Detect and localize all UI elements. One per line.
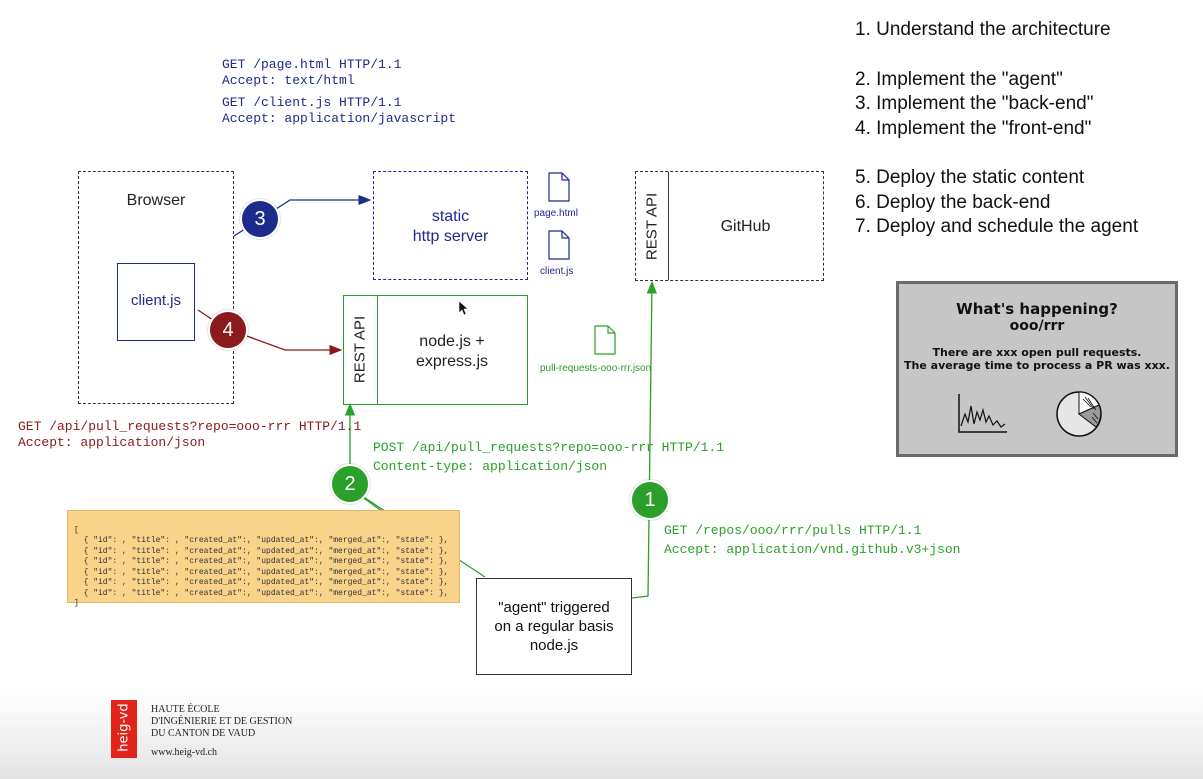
school-name-line1: HAUTE ÉCOLE (151, 704, 220, 715)
client-js-file-label: client.js (540, 266, 574, 277)
api-request: GET /api/pull_requests?repo=ooo-rrr HTTP… (18, 419, 361, 451)
pie-chart-icon (1056, 391, 1102, 437)
node-rest-api-label: REST API (351, 315, 369, 384)
node-rest-api-divider (377, 296, 378, 404)
json-row: { "id": , "title": , "created_at":, "upd… (74, 557, 449, 566)
page-html-file-label: page.html (534, 208, 578, 219)
steps-list: 1. Understand the architecture 2. Implem… (855, 18, 1138, 240)
github-get-request: GET /repos/ooo/rrr/pulls HTTP/1.1 (664, 523, 922, 538)
node-label-line1: node.js + (419, 333, 485, 350)
step-item: 4. Implement the "front-end" (855, 117, 1092, 139)
dashboard-line1: There are xxx open pull requests. (932, 346, 1142, 359)
dashboard-line2: The average time to process a PR was xxx… (904, 359, 1170, 372)
step-item: 6. Deploy the back-end (855, 191, 1051, 213)
static-requests: GET /page.html HTTP/1.1 Accept: text/htm… (222, 55, 456, 129)
client-js-file-icon (548, 230, 570, 260)
json-row: { "id": , "title": , "created_at":, "upd… (74, 546, 449, 556)
client-js-box: client.js (117, 263, 195, 341)
school-name: HAUTE ÉCOLE D'INGÉNIERIE ET DE GESTION D… (151, 704, 292, 759)
agent-box: "agent" triggered on a regular basis nod… (476, 578, 632, 675)
dashboard-mockup: What's happening? ooo/rrr There are xxx … (896, 281, 1178, 457)
json-open: [ (74, 525, 79, 535)
mouse-cursor-icon (458, 300, 468, 316)
github-label: GitHub (720, 218, 771, 235)
json-row: { "id": , "title": , "created_at":, "upd… (74, 536, 449, 545)
json-file-icon (594, 325, 616, 355)
page-get-request: GET /page.html HTTP/1.1 (222, 57, 402, 72)
page-html-file-icon (548, 172, 570, 202)
step-item: 5. Deploy the static content (855, 167, 1085, 188)
json-file-label: pull-requests-ooo-rrr.json (540, 363, 652, 374)
step-item: 1. Understand the architecture (855, 19, 1111, 40)
step-marker-3: 3 (240, 199, 280, 239)
client-accept-header: Accept: application/javascript (222, 111, 457, 126)
static-server-box: static http server (373, 171, 528, 280)
github-request: GET /repos/ooo/rrr/pulls HTTP/1.1 Accept… (664, 521, 960, 559)
school-name-line2: D'INGÉNIERIE ET DE GESTION (151, 716, 293, 727)
static-label-line1: static (431, 208, 470, 225)
step-marker-1: 1 (630, 480, 670, 520)
step-item: 7. Deploy and schedule the agent (855, 216, 1139, 237)
page-accept-header: Accept: text/html (222, 73, 355, 88)
node-backend-box: REST API node.js + express.js (343, 295, 528, 405)
github-accept-header: Accept: application/vnd.github.v3+json (664, 542, 961, 557)
agent-label-line1: "agent" triggered (498, 599, 610, 616)
post-request: POST /api/pull_requests?repo=ooo-rrr HTT… (373, 438, 724, 476)
json-close: ] (74, 599, 79, 608)
arrow-1-line (631, 280, 658, 599)
browser-box: Browser client.js (78, 171, 234, 404)
post-content-type: Content-type: application/json (373, 459, 608, 474)
json-row: { "id": , "title": , "created_at":, "upd… (74, 567, 449, 577)
browser-label: Browser (126, 192, 186, 209)
api-accept-header: Accept: application/json (18, 435, 206, 450)
dashboard-title: What's happening? (956, 300, 1118, 318)
json-row: { "id": , "title": , "created_at":, "upd… (74, 578, 449, 587)
json-row: { "id": , "title": , "created_at":, "upd… (74, 588, 449, 598)
step-marker-4: 4 (208, 310, 248, 350)
school-name-line3: DU CANTON DE VAUD (151, 728, 256, 739)
github-rest-api-label: REST API (643, 192, 661, 261)
agent-label-line2: on a regular basis (494, 618, 614, 635)
heig-vd-logo-text: heig-vd (116, 703, 132, 752)
heig-vd-logo: heig-vd (111, 700, 137, 758)
github-box: REST API GitHub (635, 171, 824, 281)
api-get-request: GET /api/pull_requests?repo=ooo-rrr HTTP… (18, 419, 362, 434)
client-get-request: GET /client.js HTTP/1.1 (222, 95, 402, 110)
dashboard-repo: ooo/rrr (1009, 318, 1065, 334)
step-marker-2: 2 (330, 464, 370, 504)
static-label-line2: http server (412, 228, 489, 245)
node-label-line2: express.js (415, 353, 489, 370)
client-js-label: client.js (130, 292, 182, 309)
post-request-line: POST /api/pull_requests?repo=ooo-rrr HTT… (373, 440, 725, 455)
school-url: www.heig-vd.ch (151, 747, 218, 758)
github-rest-api-divider (668, 172, 669, 280)
step-item: 3. Implement the "back-end" (855, 93, 1094, 114)
json-sample: [ { "id": , "title": , "created_at":, "u… (67, 510, 460, 608)
agent-label-line3: node.js (529, 637, 579, 654)
step-item: 2. Implement the "agent" (855, 68, 1063, 90)
line-chart-icon (958, 394, 1007, 433)
